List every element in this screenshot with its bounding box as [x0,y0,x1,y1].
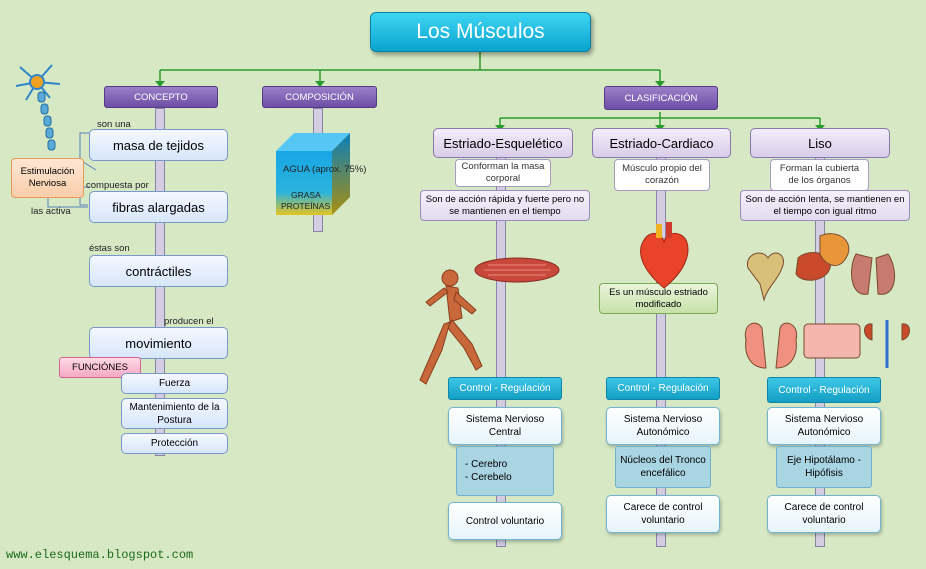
voluntary-cardiaco: Carece de control voluntario [606,495,720,533]
page-title: Los Músculos [370,12,591,52]
link-label-las-activa: las activa [31,206,71,217]
detail-esqueletico: Son de acción rápida y fuerte pero no se… [420,190,590,221]
control-esqueletico: Control - Regulación [448,377,562,400]
voluntary-esqueletico: Control voluntario [448,502,562,540]
composicion-agua: AGUA (aprox. 75%) [283,164,367,175]
parts-esqueletico: - Cerebro - Cerebelo [456,446,554,496]
category-composicion: COMPOSICIÓN [262,86,377,108]
control-cardiaco: Control - Regulación [606,377,720,400]
parts-cardiaco: Núcleos del Tronco encefálico [615,446,711,488]
funciones-badge: FUNCIÓNES [59,357,141,378]
node-contractiles: contráctiles [89,255,228,287]
type-liso: Liso [750,128,890,158]
neuron-icon [15,64,61,151]
function-fuerza: Fuerza [121,373,228,394]
desc-esqueletico: Conforman la masa corporal [455,159,551,187]
category-clasificacion: CLASIFICACIÓN [604,86,718,110]
system-esqueletico: Sistema Nervioso Central [448,407,562,445]
type-estriado-cardiaco: Estriado-Cardiaco [592,128,731,158]
detail-liso: Son de acción lenta, se mantienen en el … [740,190,910,221]
composition-cube-icon [276,133,350,215]
link-label-compuesta-por: compuesta por [86,180,149,191]
node-masa-de-tejidos: masa de tejidos [89,129,228,161]
node-fibras-alargadas: fibras alargadas [89,191,228,223]
composicion-proteinas: PROTEÍNAS [281,201,331,211]
footer-url[interactable]: www.elesquema.blogspot.com [6,548,194,562]
system-cardiaco: Sistema Nervioso Autonómico [606,407,720,445]
system-liso: Sistema Nervioso Autonómico [767,407,881,445]
function-postura: Mantenimiento de la Postura [121,398,228,429]
desc-cardiaco: Músculo propio del corazón [614,159,710,191]
desc-liso: Forman la cubierta de los órganos [770,159,869,191]
cardiaco-pole [656,155,666,547]
link-label-producen-el: producen el [164,316,214,327]
node-estimulacion-nerviosa: Estimulación Nerviosa [11,158,84,198]
link-label-estas-son: éstas son [89,243,130,254]
parts-liso: Eje Hipotálamo - Hipófisis [776,446,872,488]
organs-icon [744,233,910,369]
function-proteccion: Protección [121,433,228,454]
type-estriado-esqueletico: Estriado-Esquelético [433,128,573,158]
skeletal-muscle-icon [474,257,560,283]
link-label-son-una: son una [97,119,131,130]
voluntary-liso: Carece de control voluntario [767,495,881,533]
control-liso: Control - Regulación [767,377,881,403]
node-movimiento: movimiento [89,327,228,359]
composicion-grasa: GRASA [291,190,321,200]
heart-icon [640,222,689,289]
category-concepto: CONCEPTO [104,86,218,108]
running-man-icon [419,269,483,385]
